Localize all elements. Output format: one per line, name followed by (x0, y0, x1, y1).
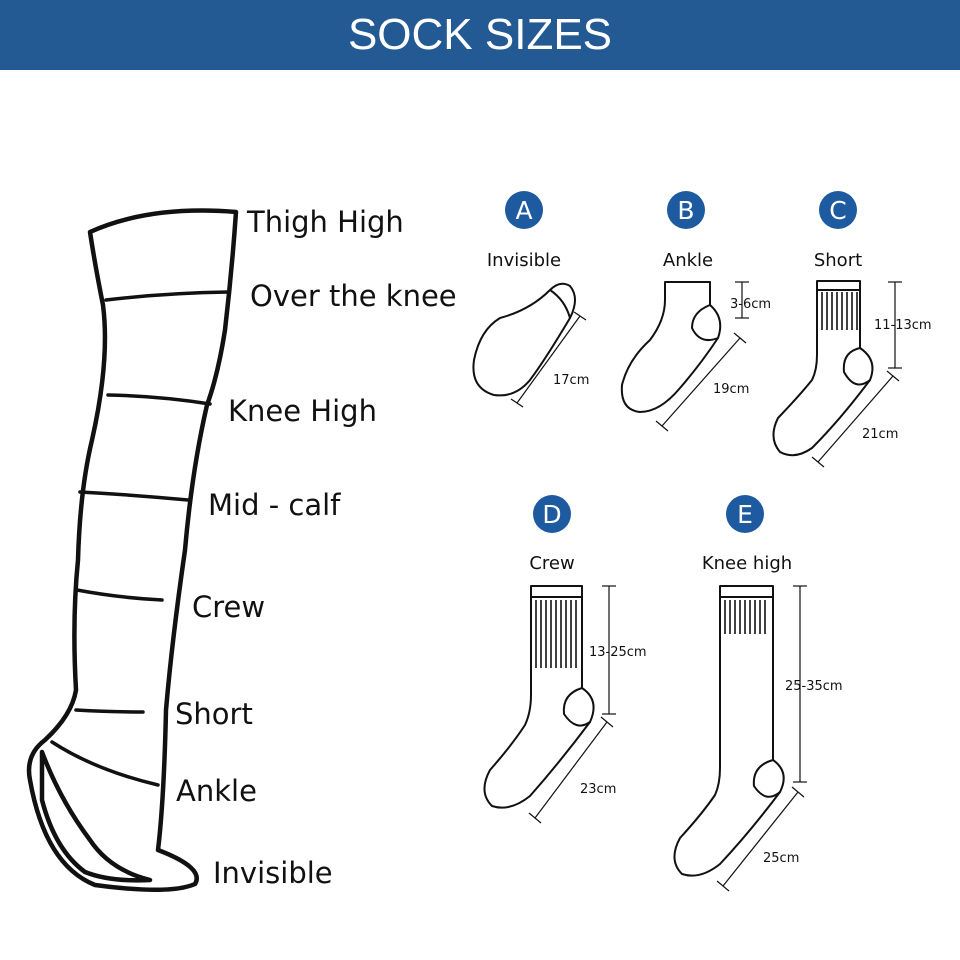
foot-inner-outline (39, 749, 153, 883)
knee-high-sock-heel (752, 759, 781, 798)
badge-c-icon (819, 191, 857, 229)
sock-card-b: B Ankle 3-6cm 19cm (620, 191, 771, 432)
sock-card-a: A Invisible 17cm (472, 191, 589, 408)
short-sock-heel (842, 347, 871, 386)
invisible-sock-heel (549, 289, 571, 319)
dimension-line-a (516, 315, 581, 404)
sock-e-leg-height: 25-35cm (785, 679, 843, 694)
sock-e-foot-length: 25cm (763, 851, 799, 866)
crew-sock-drawing (483, 585, 595, 809)
leg-label-knee-high: Knee High (228, 394, 377, 428)
ankle-sock-drawing (620, 281, 722, 413)
badge-d-letter: D (542, 500, 561, 529)
sock-c-name: Short (814, 250, 862, 271)
sock-a-name: Invisible (487, 250, 561, 271)
band-ankle (50, 740, 160, 787)
sock-c-leg-height: 11-13cm (874, 318, 932, 333)
badge-b-letter: B (677, 196, 694, 225)
sock-card-c: C Short 11-13cm 21cm (772, 191, 932, 468)
badge-d-icon (533, 495, 571, 533)
sock-a-foot-length: 17cm (553, 373, 589, 388)
dimension-line-b (661, 337, 741, 427)
leg-label-invisible: Invisible (213, 856, 333, 890)
sock-card-e: E Knee high 25-35cm 25cm (673, 495, 843, 892)
invisible-sock-drawing (472, 282, 576, 397)
leg-label-short: Short (175, 697, 253, 731)
sock-d-leg-height: 13-25cm (589, 645, 647, 660)
band-knee-high (106, 393, 212, 406)
band-crew (75, 588, 164, 602)
sock-b-leg-height: 3-6cm (730, 297, 771, 312)
short-sock-drawing (772, 280, 874, 457)
sock-d-name: Crew (529, 553, 574, 574)
sock-b-name: Ankle (663, 250, 713, 271)
sock-d-foot-length: 23cm (580, 782, 616, 797)
dimension-line-e (722, 791, 799, 887)
dimension-line-d (534, 721, 608, 819)
badge-e-letter: E (737, 500, 753, 529)
badge-a-letter: A (515, 196, 532, 225)
badge-a-icon (505, 191, 543, 229)
leg-label-thigh-high: Thigh High (246, 205, 404, 239)
band-mid-calf (78, 490, 190, 502)
leg-label-crew: Crew (192, 590, 265, 624)
leg-label-mid-calf: Mid - calf (208, 488, 341, 522)
crew-sock-ribbing (535, 600, 577, 668)
title-banner (0, 0, 960, 70)
sock-c-foot-length: 21cm (862, 427, 898, 442)
knee-high-sock-drawing (673, 585, 785, 877)
badge-c-letter: C (829, 196, 846, 225)
sock-card-d: D Crew 13-25cm 23cm (483, 495, 647, 824)
sock-b-foot-length: 19cm (713, 382, 749, 397)
badge-e-icon (726, 495, 764, 533)
crew-sock-heel (562, 687, 591, 727)
band-over-the-knee (104, 290, 230, 302)
leg-label-over-the-knee: Over the knee (250, 279, 457, 313)
badge-b-icon (667, 191, 705, 229)
short-sock-ribbing (821, 292, 858, 330)
sock-e-name: Knee high (702, 553, 792, 574)
knee-high-sock-ribbing (724, 600, 766, 634)
band-short (74, 708, 145, 714)
leg-outline (26, 208, 239, 893)
leg-label-ankle: Ankle (176, 774, 257, 808)
dimension-line-c (817, 375, 894, 463)
ankle-sock-heel (691, 304, 719, 341)
page-title: SOCK SIZES (347, 10, 613, 59)
leg-illustration: Thigh High Over the knee Knee High Mid -… (26, 205, 457, 893)
